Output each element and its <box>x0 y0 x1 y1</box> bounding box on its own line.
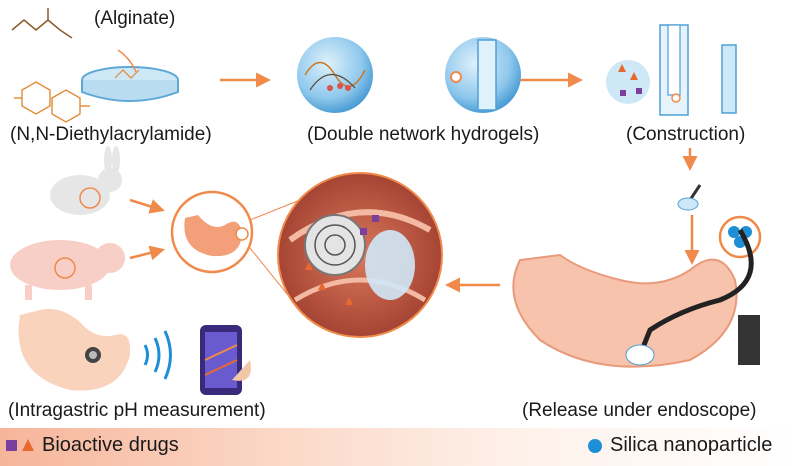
legend-square-icon <box>6 440 17 451</box>
alginate-label: (Alginate) <box>94 8 176 29</box>
measurement-label: (Intragastric pH measurement) <box>8 400 266 421</box>
construction-device <box>606 24 737 116</box>
release-label: (Release under endoscope) <box>522 400 757 421</box>
alginate-structure-icon <box>11 8 73 39</box>
magnified-tissue-view <box>277 172 443 338</box>
construction-label: (Construction) <box>626 124 746 145</box>
stomach-small-icon <box>170 190 254 274</box>
legend-bar <box>0 428 799 466</box>
petri-dish-icon <box>81 49 179 102</box>
smartphone-icon <box>200 325 251 395</box>
legend-drugs-label: Bioactive drugs <box>42 434 179 456</box>
stomach-measurement-illustration <box>18 308 131 391</box>
legend-dot-icon <box>588 439 602 453</box>
rabbit-icon <box>50 146 122 215</box>
arrow-rabbit <box>129 198 165 214</box>
wireless-signal-icon <box>143 330 172 380</box>
monomer-label: (N,N-Diethylacrylamide) <box>10 124 212 145</box>
endoscope-tip <box>677 184 702 211</box>
hydrogel-network-sphere <box>297 37 373 113</box>
legend-triangle-icon <box>22 439 34 451</box>
arrow-pig <box>129 245 165 261</box>
hydrogel-device-sphere <box>445 37 521 113</box>
stomach-release-illustration <box>512 228 760 368</box>
monomer-structure-icon <box>14 81 90 123</box>
legend-silica-label: Silica nanoparticle <box>610 434 773 456</box>
hydrogel-label: (Double network hydrogels) <box>307 124 540 145</box>
pig-icon <box>10 240 125 300</box>
